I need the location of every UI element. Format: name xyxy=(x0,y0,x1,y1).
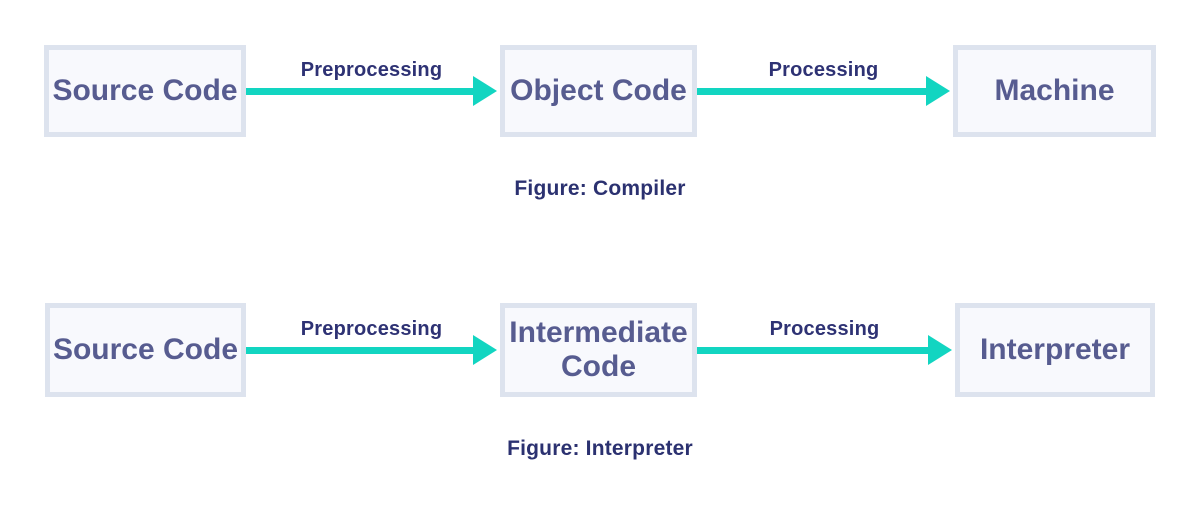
arrow-processing: Processing xyxy=(697,45,950,137)
arrow-label: Processing xyxy=(769,318,880,340)
node-object-code: Object Code xyxy=(500,45,697,137)
node-source-code: Source Code xyxy=(44,45,246,137)
arrowhead-icon xyxy=(473,76,497,106)
arrow-label: Preprocessing xyxy=(300,59,443,81)
arrow-label: Processing xyxy=(768,59,879,81)
arrowhead-icon xyxy=(928,335,952,365)
arrow-processing: Processing xyxy=(697,303,952,397)
arrow-line xyxy=(246,346,479,354)
node-source-code: Source Code xyxy=(45,303,246,397)
node-intermediate-code: Intermediate Code xyxy=(500,303,697,397)
node-machine: Machine xyxy=(953,45,1156,137)
arrow-preprocessing: Preprocessing xyxy=(246,45,497,137)
figure-caption-compiler: Figure: Compiler xyxy=(514,177,686,200)
arrowhead-icon xyxy=(473,335,497,365)
arrow-preprocessing: Preprocessing xyxy=(246,303,497,397)
arrowhead-icon xyxy=(926,76,950,106)
arrow-label: Preprocessing xyxy=(300,318,443,340)
arrow-line xyxy=(697,87,932,95)
figure-caption-interpreter: Figure: Interpreter xyxy=(507,437,693,460)
arrow-line xyxy=(697,346,934,354)
arrow-line xyxy=(246,87,479,95)
node-interpreter: Interpreter xyxy=(955,303,1155,397)
